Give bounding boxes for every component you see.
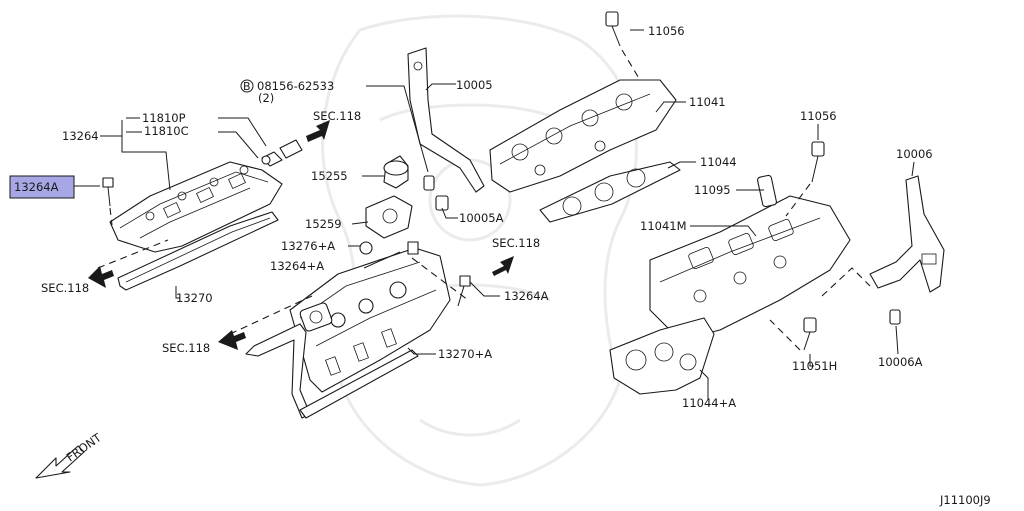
dowel-11095 [757, 174, 777, 208]
label-sec118-mid[interactable]: SEC.118 [492, 236, 540, 250]
highlight-13264A [9, 175, 75, 199]
bolt-11051H [803, 317, 817, 351]
cylinder-head-11041M [649, 195, 851, 341]
bolt-13264A-mid [457, 275, 471, 307]
label-11051H[interactable]: 11051H [792, 359, 837, 373]
valve-cover-left [109, 161, 283, 253]
label-bolt-ref-circle: B [243, 80, 251, 93]
label-11095[interactable]: 11095 [694, 183, 731, 197]
label-11056-top[interactable]: 11056 [648, 24, 685, 38]
arrow-sec118-left [88, 266, 114, 288]
label-15259[interactable]: 15259 [305, 217, 342, 231]
bolt-11056-right [811, 141, 825, 183]
label-bolt-ref-qty: (2) [258, 91, 274, 105]
bolt-10005A [423, 175, 449, 211]
lift-bracket-10006 [869, 175, 945, 293]
oil-filler-neck-15259 [365, 195, 413, 239]
bolt-10006A [889, 309, 901, 325]
label-13264plusA[interactable]: 13264+A [270, 259, 324, 273]
label-11044[interactable]: 11044 [700, 155, 737, 169]
bolt-13264A-left [102, 177, 114, 207]
label-15255[interactable]: 15255 [311, 169, 348, 183]
bolt-13264plusA [407, 241, 419, 255]
circle-b-icon [240, 79, 254, 93]
arrow-sec118-bottom [218, 330, 246, 350]
cylinder-head-11041 [489, 79, 677, 193]
label-13270[interactable]: 13270 [176, 291, 213, 305]
label-front: FRONT [64, 430, 105, 465]
gasket-13270 [117, 211, 279, 291]
part-labels: 11056 10005 11041 B 08156-62533 (2) 1181… [14, 24, 991, 507]
arrow-sec118-mid [492, 256, 514, 276]
front-arrow-icon [35, 445, 85, 479]
valve-cover-center [289, 247, 451, 393]
grommet-13276A [359, 241, 373, 255]
label-11041[interactable]: 11041 [689, 95, 726, 109]
label-11810P[interactable]: 11810P [142, 111, 186, 125]
gasket-13270plusA [245, 323, 419, 419]
label-08156-62533[interactable]: 08156-62533 [257, 79, 334, 93]
lift-bracket-10005 [407, 47, 485, 193]
diagram-code: J11100J9 [939, 493, 991, 507]
label-13270plusA[interactable]: 13270+A [438, 347, 492, 361]
label-13276A[interactable]: 13276+A [281, 239, 335, 253]
oil-filler-cap-15255 [383, 155, 409, 189]
label-sec118-bottom[interactable]: SEC.118 [162, 341, 210, 355]
label-11041M[interactable]: 11041M [640, 219, 687, 233]
label-11044plusA[interactable]: 11044+A [682, 396, 736, 410]
head-gasket-11044 [539, 161, 681, 223]
label-11056-right[interactable]: 11056 [800, 109, 837, 123]
label-10006[interactable]: 10006 [896, 147, 933, 161]
label-13264A-mid[interactable]: 13264A [504, 289, 549, 303]
label-10006A[interactable]: 10006A [878, 355, 923, 369]
label-10005A[interactable]: 10005A [459, 211, 504, 225]
label-13264[interactable]: 13264 [62, 129, 99, 143]
label-sec118-left[interactable]: SEC.118 [41, 281, 89, 295]
label-sec118-top[interactable]: SEC.118 [313, 109, 361, 123]
head-gasket-11044plusA [609, 317, 715, 395]
label-10005[interactable]: 10005 [456, 78, 493, 92]
bolt-11056-top [605, 11, 621, 47]
leader-lines [74, 29, 915, 400]
arrow-sec118-top [306, 120, 330, 142]
pcv-valve-11810P [261, 139, 303, 167]
label-11810C[interactable]: 11810C [144, 124, 189, 138]
label-13264A-left[interactable]: 13264A [14, 180, 59, 194]
